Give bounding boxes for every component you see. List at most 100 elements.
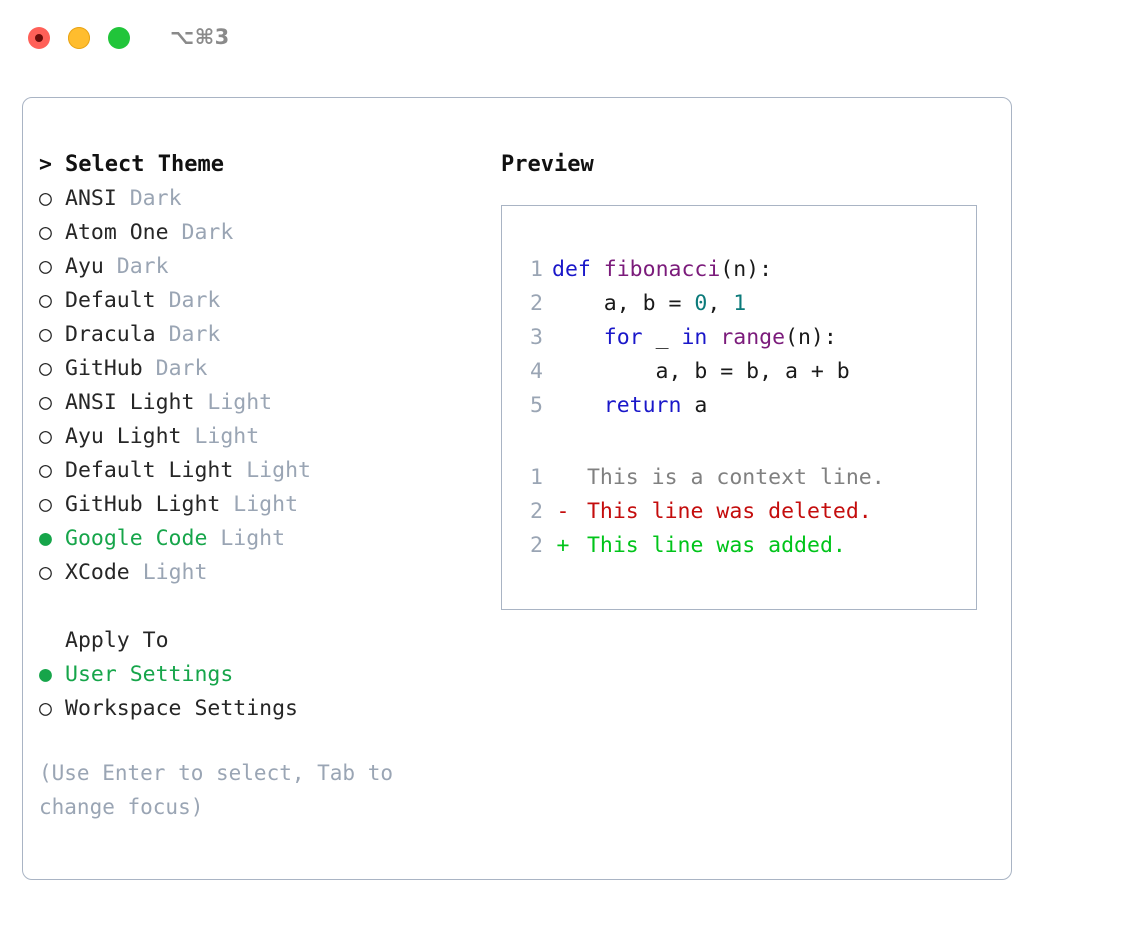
code-line-number: 3 [530, 325, 543, 350]
radio-unselected-icon: ○ [39, 322, 52, 347]
code-line: 1 def fibonacci(n): [521, 253, 850, 287]
radio-unselected-icon: ○ [39, 356, 52, 381]
code-token: fibonacci [603, 257, 721, 282]
theme-item-name: Default Light [65, 458, 234, 483]
theme-item-ansi[interactable]: ○ANSI Dark [39, 182, 469, 216]
maximize-button[interactable] [108, 27, 130, 49]
apply-to-label: Apply To [65, 628, 169, 653]
code-token: (n): [720, 257, 773, 282]
code-token: 1 [733, 291, 747, 316]
preview-title: Preview [501, 152, 594, 177]
diff-line-text: This is a context line. [586, 465, 885, 490]
code-token: a, b = b, a + b [552, 359, 850, 384]
theme-item-github-light[interactable]: ○ GitHub Light Light [39, 488, 469, 522]
code-token [707, 325, 720, 350]
diff-line-number: 2 [530, 533, 543, 558]
code-token: a, b = [552, 291, 695, 316]
theme-item-dracula[interactable]: ○Dracula Dark [39, 318, 469, 352]
diff-marker-icon: - [556, 499, 570, 524]
theme-item-name: GitHub [65, 356, 143, 381]
diff-line: 1 This is a context line. [521, 461, 885, 495]
close-button[interactable] [28, 27, 50, 49]
radio-selected-icon: ● [39, 526, 52, 551]
radio-unselected-icon: ○ [39, 424, 52, 449]
theme-picker-column: >Select Theme ○ANSI Dark○Atom One Dark○A… [39, 148, 469, 824]
code-line-number: 5 [530, 393, 543, 418]
code-token [591, 257, 604, 282]
theme-item-tag: Dark [181, 220, 234, 245]
hint-text: (Use Enter to select, Tab to change focu… [39, 761, 394, 819]
select-theme-title: Select Theme [65, 152, 224, 177]
apply-to-option-workspace-settings[interactable]: ○ Workspace Settings [39, 692, 469, 726]
title-bar: ⌥⌘3 [0, 0, 1140, 76]
caret-icon: > [39, 152, 52, 177]
theme-item-name: ANSI [65, 186, 117, 211]
theme-item-github[interactable]: ○ GitHub Dark [39, 352, 469, 386]
diff-line: 2- This line was deleted. [521, 495, 885, 529]
main-panel: >Select Theme ○ANSI Dark○Atom One Dark○A… [22, 97, 1012, 880]
code-token [552, 393, 604, 418]
theme-item-tag: Dark [116, 254, 169, 279]
code-line-number: 1 [530, 257, 543, 282]
radio-unselected-icon: ○ [39, 288, 52, 313]
theme-item-tag: Light [246, 458, 311, 483]
apply-to-option-label: Workspace Settings [65, 696, 298, 721]
diff-marker-icon [552, 461, 574, 495]
code-token: (n): [785, 325, 837, 350]
code-token [552, 325, 604, 350]
code-token: range [720, 325, 786, 350]
code-token: def [552, 257, 591, 282]
code-line-number: 2 [530, 291, 543, 316]
theme-item-ayu-light[interactable]: ○ Ayu Light Light [39, 420, 469, 454]
theme-item-tag: Light [142, 560, 208, 585]
code-token: in [681, 325, 708, 350]
theme-item-default[interactable]: ○Default Dark [39, 284, 469, 318]
code-token: return [603, 393, 682, 418]
code-token: a [681, 393, 708, 418]
radio-selected-icon: ● [39, 662, 52, 687]
theme-list: ○ANSI Dark○Atom One Dark○Ayu Dark○Defaul… [39, 182, 469, 590]
theme-item-default-light[interactable]: ○ Default Light Light [39, 454, 469, 488]
theme-item-name: Atom One [65, 220, 169, 245]
code-token: _ [642, 325, 682, 350]
code-token: for [603, 325, 643, 350]
radio-unselected-icon: ○ [39, 458, 52, 483]
theme-item-tag: Light [194, 424, 260, 449]
radio-unselected-icon: ○ [39, 696, 52, 721]
theme-item-tag: Light [233, 492, 299, 517]
theme-item-xcode[interactable]: ○ XCode Light [39, 556, 469, 590]
theme-item-ansi-light[interactable]: ○ANSI Light Light [39, 386, 469, 420]
theme-item-name: Ayu [65, 254, 104, 279]
code-token: 0 [694, 291, 708, 316]
select-theme-header: > Select Theme [39, 148, 469, 182]
radio-unselected-icon: ○ [39, 492, 52, 517]
theme-item-name: Google Code [65, 526, 208, 551]
theme-item-google-code[interactable]: ● Google Code Light [39, 522, 469, 556]
diff-line-text: This line was added. [586, 533, 846, 558]
apply-to-option-user-settings[interactable]: ● User Settings [39, 658, 469, 692]
theme-item-tag: Dark [168, 322, 221, 347]
theme-item-tag: Light [207, 390, 273, 415]
theme-item-name: Ayu Light [65, 424, 182, 449]
theme-item-ayu[interactable]: ○Ayu Dark [39, 250, 469, 284]
theme-item-name: GitHub Light [65, 492, 221, 517]
minimize-button[interactable] [68, 27, 90, 49]
code-line: 3 for _ in range(n): [521, 321, 850, 355]
theme-item-atom-one[interactable]: ○ Atom One Dark [39, 216, 469, 250]
radio-unselected-icon: ○ [39, 560, 52, 585]
theme-item-name: XCode [65, 560, 130, 585]
apply-to-list: ● User Settings ○ Workspace Settings [39, 658, 469, 726]
diff-sample: 1 This is a context line.2- This line wa… [521, 461, 885, 563]
apply-to-option-label: User Settings [65, 662, 234, 687]
diff-line-number: 1 [530, 465, 543, 490]
code-line: 5 return a [521, 389, 850, 423]
diff-line: 2+ This line was added. [521, 529, 885, 563]
theme-item-tag: Light [220, 526, 286, 551]
radio-unselected-icon: ○ [39, 390, 52, 415]
radio-unselected-icon: ○ [39, 220, 52, 245]
theme-item-tag: Dark [155, 356, 208, 381]
code-line: 4 a, b = b, a + b [521, 355, 850, 389]
